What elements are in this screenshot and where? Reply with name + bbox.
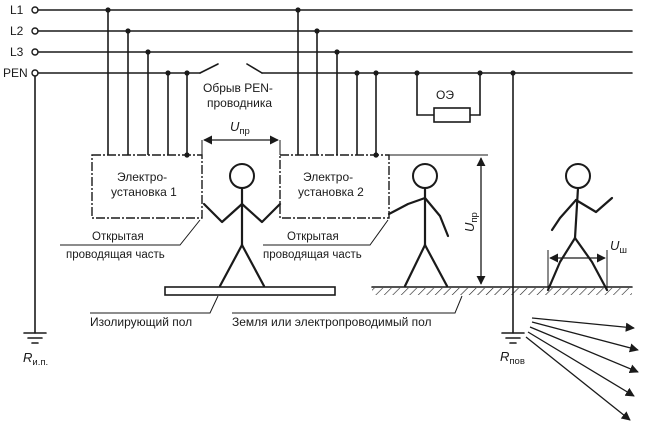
label-l2: L2 — [10, 24, 24, 38]
resistance-il-symbol: Rи.п. — [23, 350, 48, 368]
voltage-touch-label: Uпр — [462, 212, 480, 232]
voltage-touch-vertical: Uпр — [389, 154, 488, 285]
protective-element-resistor — [433, 107, 471, 123]
pen-break-label-1: Обрыв PEN- — [203, 81, 273, 95]
exposed-part-1-label-1: Открытая — [92, 231, 144, 243]
terminal-pen — [31, 69, 39, 77]
installation-2-box — [279, 154, 390, 219]
installation-2: Электро- установка 2 — [279, 7, 390, 219]
ground-left: Rи.п. — [23, 75, 48, 368]
terminal-l3 — [31, 48, 39, 56]
person-1 — [202, 163, 282, 288]
installation-2-label-2: установка 2 — [298, 185, 364, 199]
exposed-part-callout-1: Открытая проводящая часть — [60, 219, 201, 261]
pen-break-right — [246, 63, 263, 74]
person-2 — [387, 163, 450, 288]
exposed-part-1-label-2: проводящая часть — [66, 249, 165, 261]
earth-floor-label: Земля или электропроводимый пол — [232, 315, 432, 329]
installation-1-label-1: Электро- — [117, 170, 167, 184]
exposed-part-2-label-1: Открытая — [287, 231, 339, 243]
pen-break-label-2: проводника — [207, 96, 272, 110]
person-3 — [546, 163, 614, 292]
pen-break-left — [199, 63, 219, 74]
label-l1: L1 — [10, 3, 24, 17]
label-l3: L3 — [10, 45, 24, 59]
step-voltage: Uш — [547, 238, 627, 290]
label-pen: PEN — [3, 66, 28, 80]
protective-element-label: ОЭ — [436, 88, 454, 102]
terminal-l2 — [31, 27, 39, 35]
installation-1-box — [91, 154, 203, 219]
installation-2-label-1: Электро- — [303, 170, 353, 184]
earth-surface — [371, 286, 633, 295]
installation-1-label-2: установка 1 — [111, 185, 177, 199]
insulating-floor-callout: Изолирующий пол — [90, 295, 219, 329]
insulating-floor-label: Изолирующий пол — [90, 315, 192, 329]
exposed-part-2-label-2: проводящая часть — [263, 249, 362, 261]
installation-1: Электро- установка 1 — [91, 7, 203, 219]
exposed-part-callout-2: Открытая проводящая часть — [263, 219, 389, 261]
resistance-pov-symbol: Rпов — [500, 349, 525, 367]
protective-element: ОЭ — [414, 70, 483, 123]
voltage-between-installations: Uпр — [201, 119, 281, 155]
earth-floor-callout: Земля или электропроводимый пол — [232, 295, 463, 329]
step-voltage-label: Uш — [610, 238, 627, 256]
terminal-l1 — [31, 6, 39, 14]
voltage-between-label: Uпр — [230, 119, 250, 137]
insulating-floor-board — [164, 286, 336, 296]
